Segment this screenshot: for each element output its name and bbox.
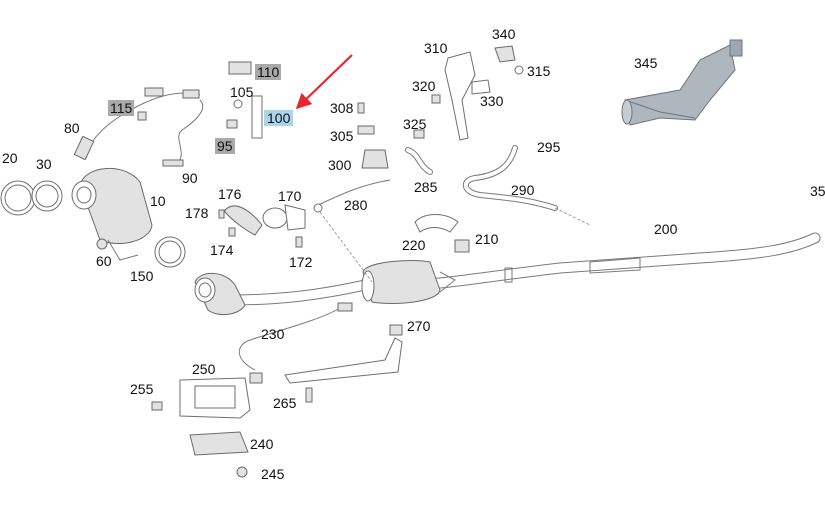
mount-bracket-170: [218, 204, 306, 248]
callout-270[interactable]: 270: [407, 318, 431, 334]
callout-100[interactable]: 100: [264, 110, 294, 126]
hoses-285-290: [405, 129, 591, 226]
front-catalytic-converter: [71, 168, 153, 261]
callout-115[interactable]: 115: [108, 100, 135, 116]
nut-60: [96, 238, 108, 250]
callout-245[interactable]: 245: [261, 466, 285, 482]
callout-176[interactable]: 176: [218, 186, 242, 202]
callout-210[interactable]: 210: [475, 231, 499, 247]
callout-95[interactable]: 95: [215, 138, 235, 154]
callout-178[interactable]: 178: [185, 205, 209, 221]
valve-actuator-345: [621, 39, 743, 126]
sensor-230: [238, 302, 403, 403]
callout-315[interactable]: 315: [527, 63, 551, 79]
pressure-line-280: [313, 179, 391, 283]
callout-105[interactable]: 105: [230, 84, 254, 100]
clamp-150: [154, 236, 186, 268]
callout-340[interactable]: 340: [492, 26, 516, 42]
callout-305[interactable]: 305: [330, 128, 354, 144]
oxygen-sensor-wires: [73, 87, 204, 167]
callout-345[interactable]: 345: [634, 55, 658, 71]
callout-310[interactable]: 310: [424, 40, 448, 56]
callout-255[interactable]: 255: [130, 381, 154, 397]
callout-330[interactable]: 330: [480, 93, 504, 109]
callout-150[interactable]: 150: [130, 268, 154, 284]
callout-300[interactable]: 300: [328, 157, 352, 173]
callout-174[interactable]: 174: [210, 242, 234, 258]
callout-265[interactable]: 265: [273, 395, 297, 411]
callout-280[interactable]: 280: [344, 197, 368, 213]
callout-285[interactable]: 285: [414, 179, 438, 195]
callout-30[interactable]: 30: [36, 156, 52, 172]
callout-295[interactable]: 295: [537, 139, 561, 155]
callout-60[interactable]: 60: [96, 253, 112, 269]
callout-230[interactable]: 230: [261, 326, 285, 342]
callout-308[interactable]: 308: [330, 100, 354, 116]
front-pipe-inlet: [194, 272, 246, 316]
callout-220[interactable]: 220: [402, 237, 426, 253]
callout-10[interactable]: 10: [150, 193, 166, 209]
hangers-220-210: [414, 214, 470, 253]
diesel-particulate-filter: [361, 259, 456, 304]
bracket-100: [226, 61, 263, 139]
callout-110[interactable]: 110: [255, 64, 282, 80]
callout-290[interactable]: 290: [511, 182, 535, 198]
callout-320[interactable]: 320: [412, 78, 436, 94]
callout-172[interactable]: 172: [289, 254, 313, 270]
main-exhaust-pipe: [224, 232, 821, 306]
bracket-310: [431, 45, 524, 141]
callout-35[interactable]: 35: [810, 183, 825, 199]
callout-240[interactable]: 240: [250, 436, 274, 452]
callout-170[interactable]: 170: [278, 188, 302, 204]
callout-80[interactable]: 80: [64, 120, 80, 136]
callout-90[interactable]: 90: [182, 170, 198, 186]
sensor-parts-300: [357, 102, 389, 169]
pointer-arrow: [295, 54, 353, 110]
callout-325[interactable]: 325: [403, 116, 427, 132]
callout-200[interactable]: 200: [654, 221, 678, 237]
callout-250[interactable]: 250: [192, 361, 216, 377]
clamp-ring: [0, 180, 63, 216]
callout-20[interactable]: 20: [2, 150, 18, 166]
mount-plate-250: [151, 377, 251, 478]
